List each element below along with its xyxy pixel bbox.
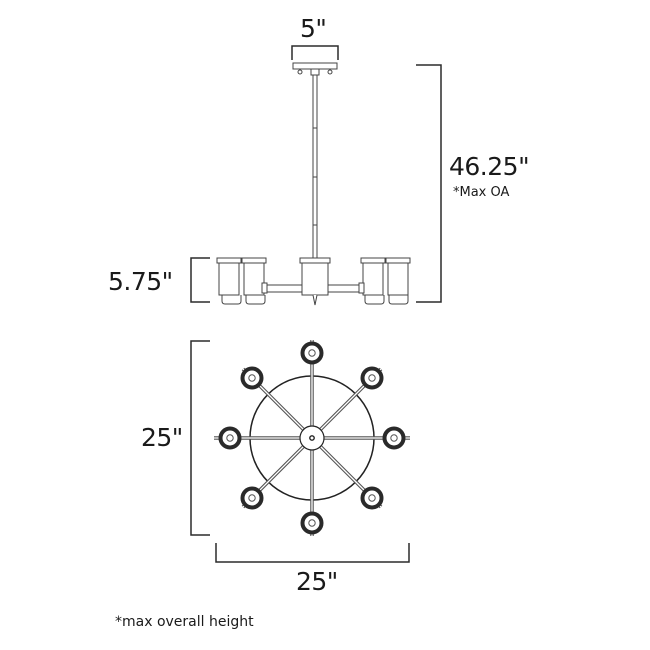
body-height-bracket: [190, 257, 210, 303]
body-height-label: 5.75": [108, 267, 173, 296]
canopy-screw: [327, 69, 333, 75]
canopy: [292, 62, 338, 70]
top-plan-view: [214, 340, 410, 536]
footnote: *max overall height: [115, 614, 254, 630]
dimension-lines: [190, 45, 442, 563]
canopy-width-bracket: [291, 45, 339, 60]
overall-height-label: 46.25": [449, 152, 530, 181]
shade: [301, 262, 329, 296]
canopy-collar: [310, 68, 320, 76]
downrod: [312, 74, 318, 261]
overall-height-sublabel: *Max OA: [453, 185, 510, 200]
canopy-screw: [297, 69, 303, 75]
side-elevation: [216, 62, 411, 306]
depth-label: 25": [141, 423, 183, 452]
left-shades: [216, 257, 268, 305]
width-bracket: [215, 543, 410, 563]
canopy-width-label: 5": [300, 14, 327, 43]
finial: [312, 294, 318, 306]
overall-height-bracket: [416, 64, 442, 303]
depth-bracket: [190, 340, 210, 536]
shade-cap: [299, 257, 331, 264]
right-shades: [358, 257, 411, 305]
width-label: 25": [296, 567, 338, 596]
